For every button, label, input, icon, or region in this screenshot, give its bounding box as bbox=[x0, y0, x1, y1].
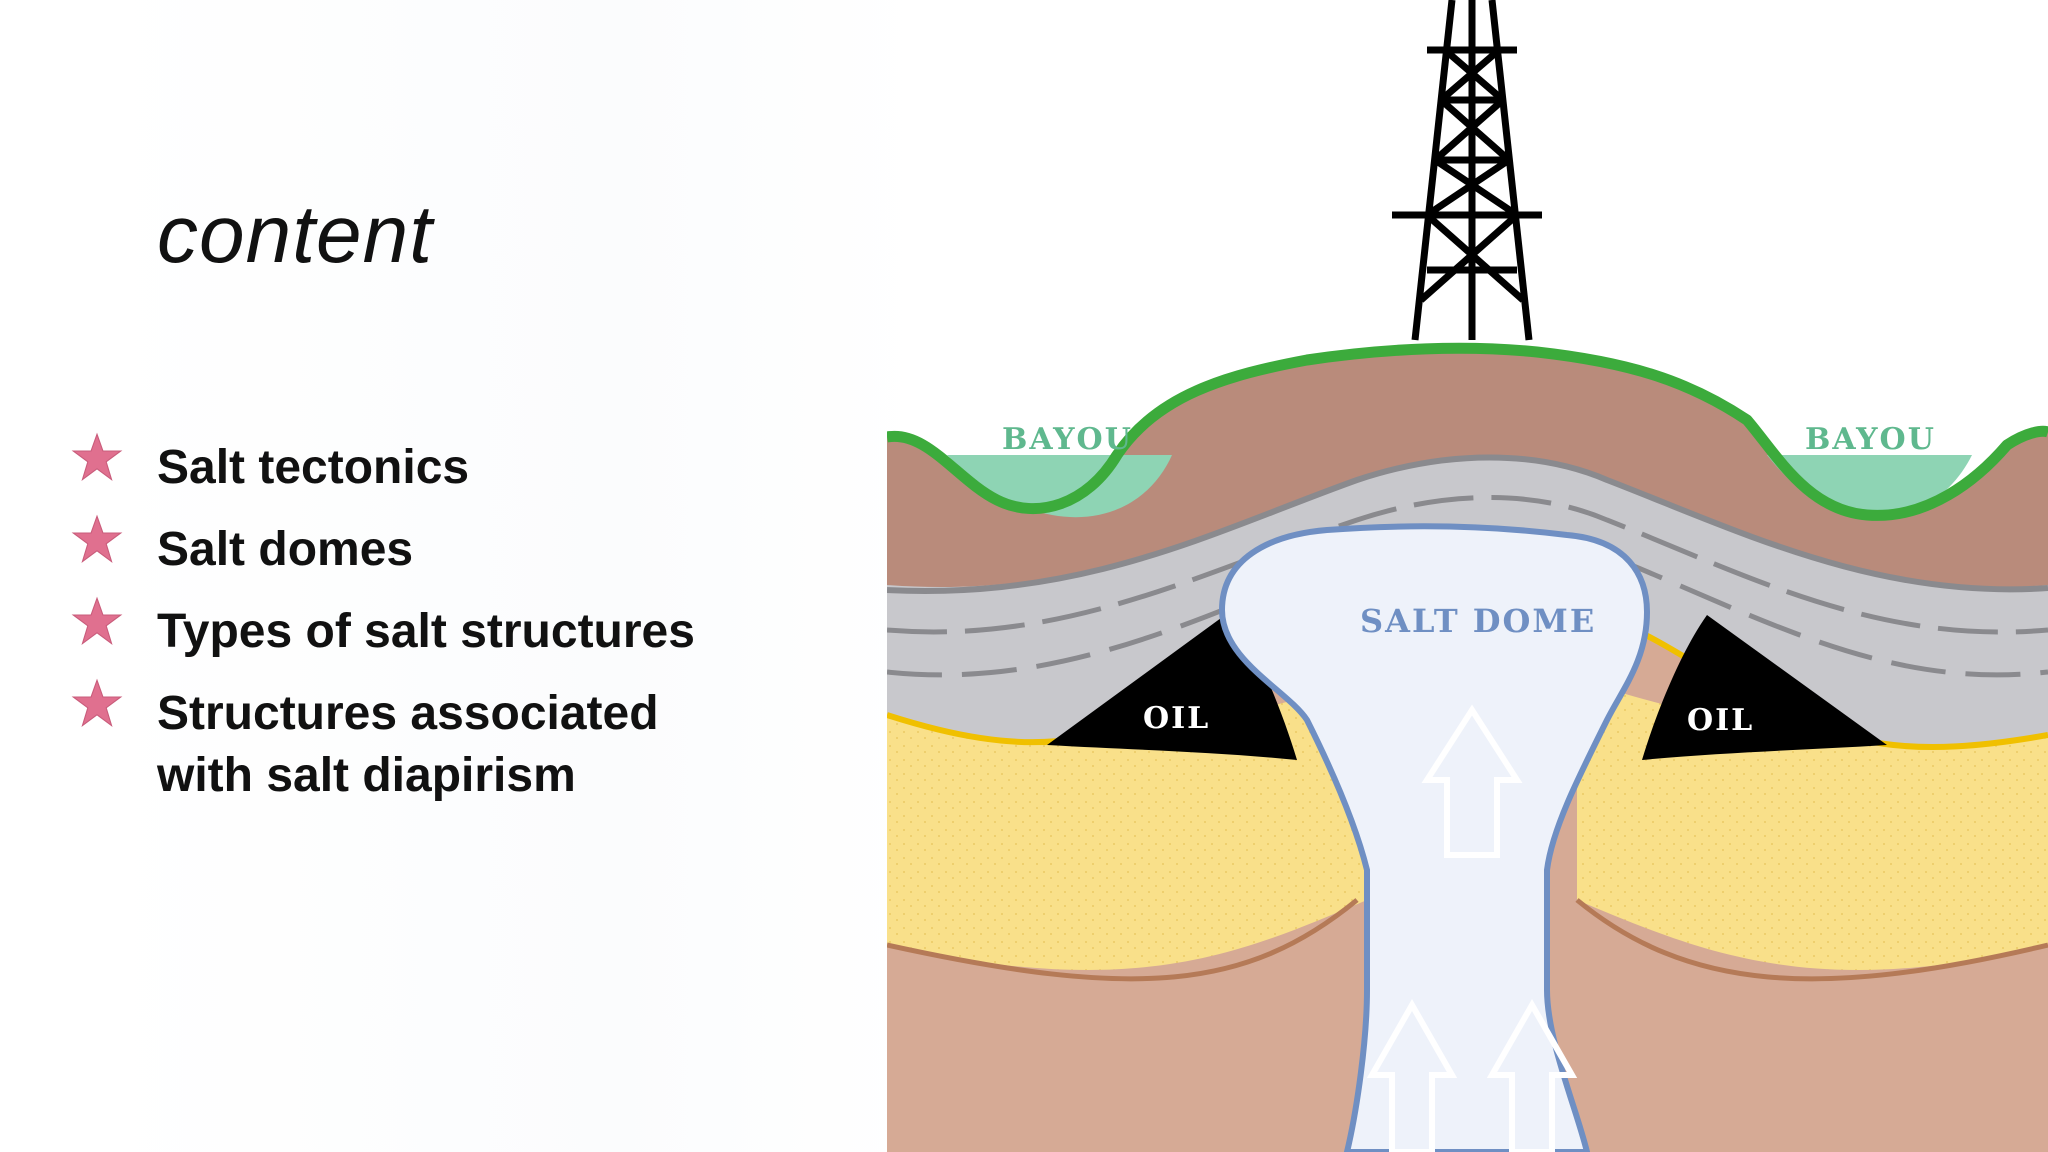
page-title: content bbox=[157, 189, 433, 280]
bullet-text: Salt tectonics bbox=[157, 441, 470, 494]
grass-line bbox=[887, 342, 2048, 521]
salt-dome-label: SALT DOME bbox=[1360, 602, 1596, 640]
bullet-text: Types of salt structures bbox=[157, 605, 695, 658]
salt-dome-diagram: BAYOU BAYOU SALT DOME OIL OIL bbox=[887, 0, 2048, 1152]
strata-line bbox=[887, 454, 2048, 594]
topsoil-layer bbox=[887, 348, 2048, 588]
arrow-up-icon bbox=[1486, 998, 1578, 1152]
salt-dome bbox=[1218, 523, 1651, 1152]
bayou-label: BAYOU bbox=[1002, 422, 1133, 457]
bayou-water bbox=[947, 455, 1172, 518]
list-item: Salt tectonics bbox=[70, 432, 770, 499]
arrow-up-icon bbox=[1366, 998, 1458, 1152]
star-icon bbox=[71, 514, 123, 564]
bayou-water bbox=[1767, 455, 1972, 517]
strata-line bbox=[887, 495, 2048, 635]
star-icon bbox=[71, 432, 123, 482]
bullet-list: Salt tectonics Salt domes Types of salt … bbox=[70, 432, 770, 827]
star-icon bbox=[71, 596, 123, 646]
star-icon bbox=[71, 678, 123, 728]
layer-boundary bbox=[1575, 898, 2048, 982]
oil-label: OIL bbox=[1143, 701, 1210, 736]
oil-label: OIL bbox=[1687, 703, 1754, 738]
bullet-text: Salt domes bbox=[157, 523, 414, 576]
arrow-up-icon bbox=[1421, 704, 1523, 858]
list-item: Structures associated with salt diapiris… bbox=[70, 678, 770, 807]
derrick-icon bbox=[1392, 0, 1542, 341]
oil-pocket bbox=[1642, 615, 1887, 760]
layer-boundary bbox=[887, 898, 1359, 982]
bayou-label: BAYOU bbox=[1805, 422, 1936, 457]
bullet-text: Structures associated with salt diapiris… bbox=[157, 687, 659, 802]
list-item: Salt domes bbox=[70, 514, 770, 581]
list-item: Types of salt structures bbox=[70, 596, 770, 663]
